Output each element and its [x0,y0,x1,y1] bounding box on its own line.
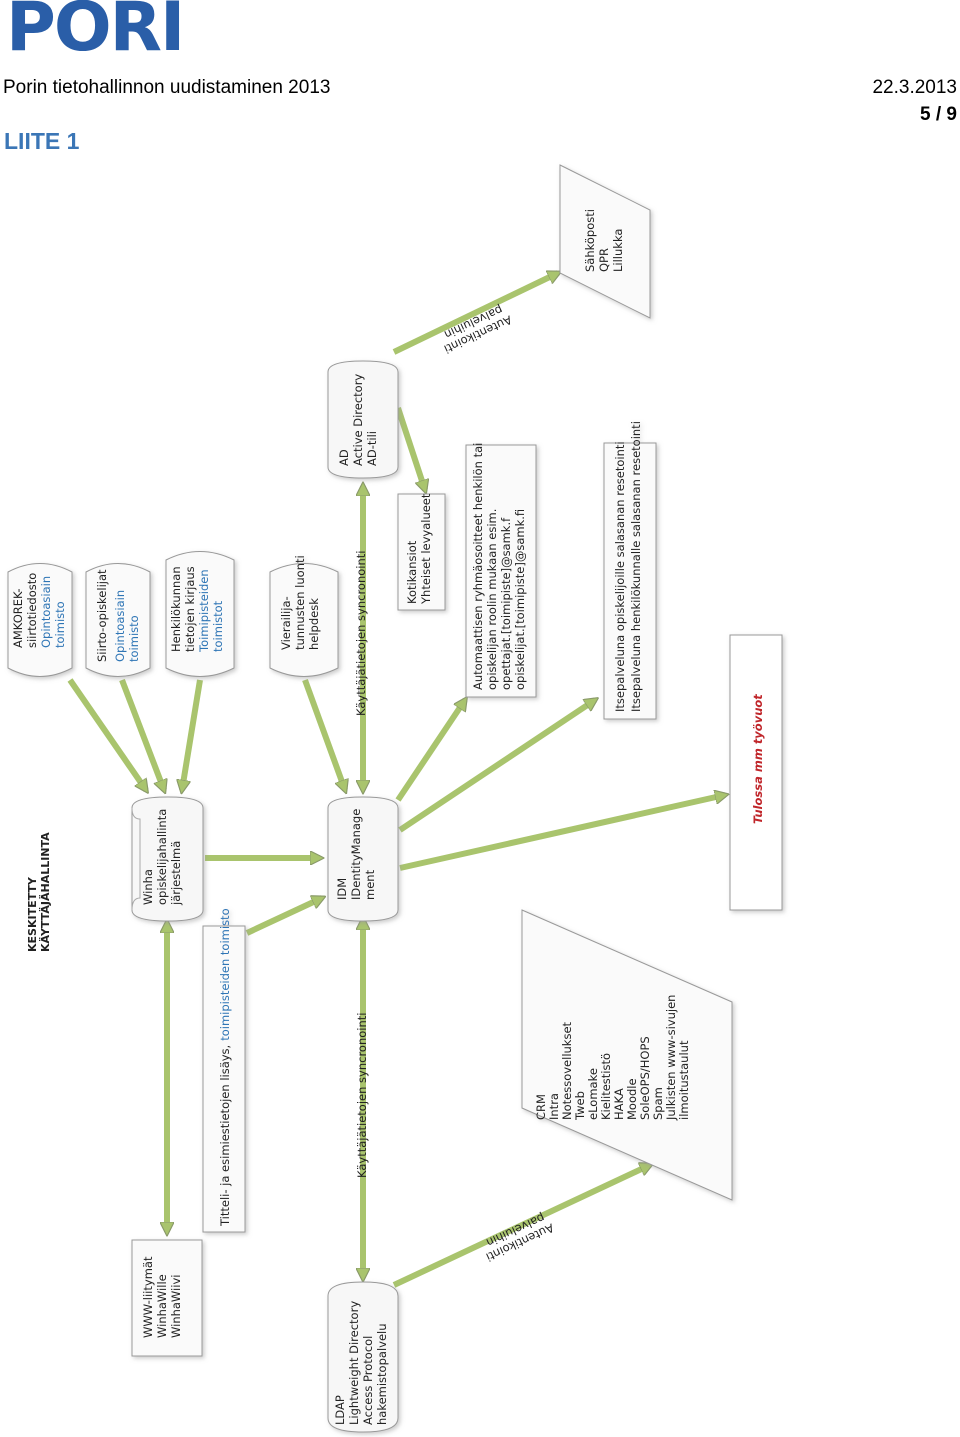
arrow-siirto-winha [119,678,164,790]
arrow-ad-email [392,270,558,355]
arrow-vieraili-idm [302,678,345,790]
email-services: Sähköposti QPR Lillukka [559,164,651,319]
svg-text:Itsepalveluna opiskelijoille s: Itsepalveluna opiskelijoille salasanan r… [613,421,643,712]
svg-text:AD Active Directory: AD Active Directory AD-tili [337,370,379,466]
svg-text:Sähköposti QPR Lil: Sähköposti QPR Lillukka [583,205,625,272]
arrow-idm-groups [395,700,465,802]
winha-database: Winha opiskelijahallinta järjestelmä [131,796,204,922]
self-service-box: Itsepalveluna opiskelijoille salasanan r… [603,421,657,720]
source-amkorek: AMKOREK- siirtotiedosto Opintoasiain toi… [7,563,73,677]
svg-text:WWW-liitymät WinhaWille: WWW-liitymät WinhaWille WinhaWiivi [141,1253,183,1338]
pori-logo: PORI [6,0,185,67]
svg-text:LDAP Lightweight Directo: LDAP Lightweight Directory Access Protoc… [333,1297,389,1425]
arrow-idm-selfservice [398,700,595,833]
svg-text:Winha opiskelijahallinta: Winha opiskelijahallinta järjestelmä [141,805,183,906]
svg-text:Titteli- ja esimiestietojen li: Titteli- ja esimiestietojen lisäys,toimi… [218,908,232,1227]
home-folders-box: Kotikansiot Yhteiset levyalueet [397,493,446,611]
svg-text:Vierailija- tunnusten lu: Vierailija- tunnusten luonti helpdesk [279,552,321,650]
ldap-database: LDAP Lightweight Directory Access Protoc… [327,1281,399,1433]
ad-database: AD Active Directory AD-tili [327,360,399,479]
source-siirto: Siirto-opiskelijat Opintoasiain toimisto [85,563,151,677]
document-title: Porin tietohallinnon uudistaminen 2013 [3,77,331,98]
arrows [67,270,725,1288]
source-henkilo: Henkilökunnan tietojen kirjaus Toimipist… [165,551,235,677]
sync-label-top: Käyttäjätietojen syncronointi [354,551,368,716]
svg-text:IDM IDentityManage: IDM IDentityManage ment [335,805,377,900]
arrow-ad-home [395,407,425,490]
arrow-ldap-services [392,1165,650,1288]
idm-database: IDM IDentityManage ment [327,796,399,922]
www-interfaces-box: WWW-liitymät WinhaWille WinhaWiivi [131,1239,203,1357]
ldap-services: CRM Intra Notessovellukset Tweb eLomake … [521,909,733,1201]
svg-text:Siirto-opiskelijat Opint: Siirto-opiskelijat Opintoasiain toimisto [95,566,141,662]
diagram-heading: KESKITETTY KÄYTTÄJÄHALLINTA [26,832,52,952]
svg-text:Automaattisen ryhmäosoitteet h: Automaattisen ryhmäosoitteet henkilön ta… [471,439,527,690]
svg-text:Henkilökunnan tietojen k: Henkilökunnan tietojen kirjaus Toimipist… [169,563,225,653]
title-info-box: Titteli- ja esimiestietojen lisäys,toimi… [202,908,246,1233]
source-vieraili: Vierailija- tunnusten luonti helpdesk [269,552,339,677]
svg-text:Kotikansiot Yhteiset lev: Kotikansiot Yhteiset levyalueet [405,493,433,605]
future-box: Tulossa mm työvuot [729,634,783,911]
svg-text:Tulossa mm työvuot: Tulossa mm työvuot [751,694,765,824]
auth-label-top: Autentikointi palveluihin [433,301,514,358]
page-number: 5 / 9 [920,104,957,125]
arrow-idm-future [399,795,725,871]
arrow-titteli-idm [245,898,322,936]
appendix-label: LIITE 1 [4,128,80,154]
group-addresses-box: Automaattisen ryhmäosoitteet henkilön ta… [465,439,537,698]
document-date: 22.3.2013 [872,77,957,98]
auth-label-bottom: Autentikointi palveluihin [475,1209,556,1266]
svg-text:AMKOREK- siirtotiedosto: AMKOREK- siirtotiedosto Opintoasiain toi… [11,569,67,648]
sync-label-bottom: Käyttäjätietojen syncronointi [355,1013,369,1178]
arrow-amkorek-winha [67,678,146,790]
arrow-henkilo-winha [182,679,203,790]
svg-text:CRM Intra Notessov: CRM Intra Notessovellukset Tweb eLomake … [534,991,691,1121]
